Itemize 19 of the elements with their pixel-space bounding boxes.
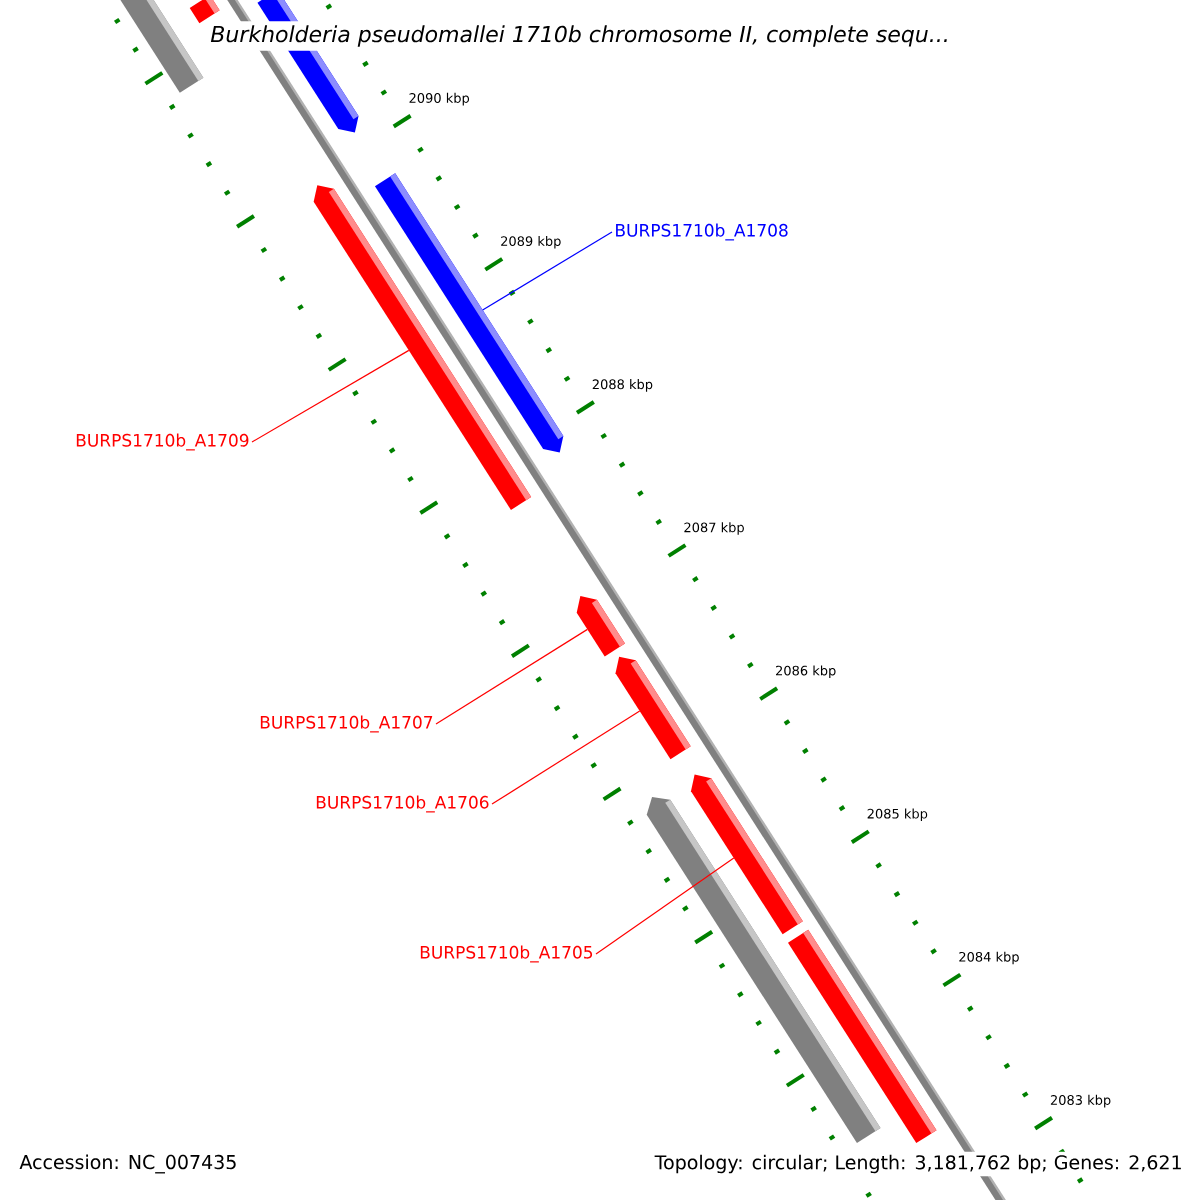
- gene-bar: [576, 596, 625, 657]
- gene-label: BURPS1710b_A1708: [616, 223, 788, 241]
- leader-line: [435, 628, 588, 725]
- leader-line: [595, 857, 735, 955]
- gene-label: BURPS1710b_A1709: [76, 433, 249, 451]
- accession-text: Accession: NC_007435: [16, 1151, 241, 1177]
- title: Burkholderia pseudomallei 1710b chromosome II, complete sequ...: [206, 21, 954, 51]
- gene-label: BURPS1710b_A1706: [316, 795, 489, 813]
- gene-label: BURPS1710b_A1707: [260, 715, 433, 733]
- gene-bar: [189, 0, 220, 24]
- leader-line: [251, 349, 410, 443]
- gene-bar: [788, 929, 937, 1144]
- genome-info-text: Topology: circular; Length: 3,181,762 bp; Genes: 2,621: [651, 1151, 1186, 1177]
- gene-bar: [313, 185, 532, 510]
- leader-line: [491, 710, 641, 805]
- leader-line: [482, 231, 613, 311]
- gene-label: BURPS1710b_A1705: [420, 945, 593, 963]
- gene-bar: [116, 0, 204, 93]
- gene-bar: [615, 656, 691, 760]
